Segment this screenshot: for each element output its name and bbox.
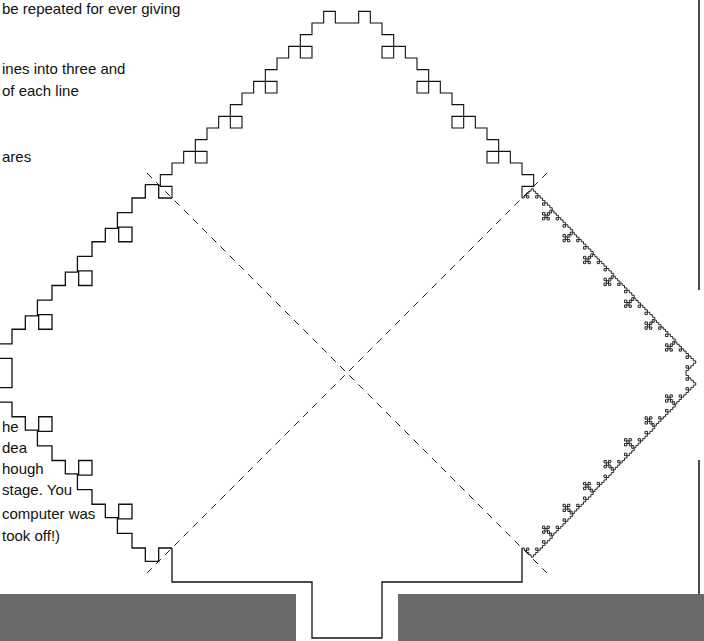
text-fragment: dea (2, 439, 27, 456)
text-fragment: took off!) (2, 527, 60, 544)
dashed-diagonal (147, 173, 547, 573)
text-fragment: be repeated for ever giving (2, 0, 180, 17)
text-fragment: ines into three and (2, 60, 125, 77)
text-fragment: ares (2, 148, 31, 165)
fractal-quarter-level1 (160, 11, 533, 198)
frame-line (698, 460, 700, 594)
text-fragment: he (2, 418, 19, 435)
frame-line (698, 0, 700, 290)
fractal-quarter-level2 (522, 189, 696, 557)
text-fragment: hough (2, 460, 44, 477)
fractal-quarter-level1 (0, 185, 172, 562)
tree-trunk (172, 548, 522, 638)
text-fragment: of each line (2, 82, 79, 99)
text-fragment: stage. You (2, 481, 72, 498)
text-fragment: computer was (2, 505, 95, 522)
dashed-diagonal (147, 173, 547, 573)
